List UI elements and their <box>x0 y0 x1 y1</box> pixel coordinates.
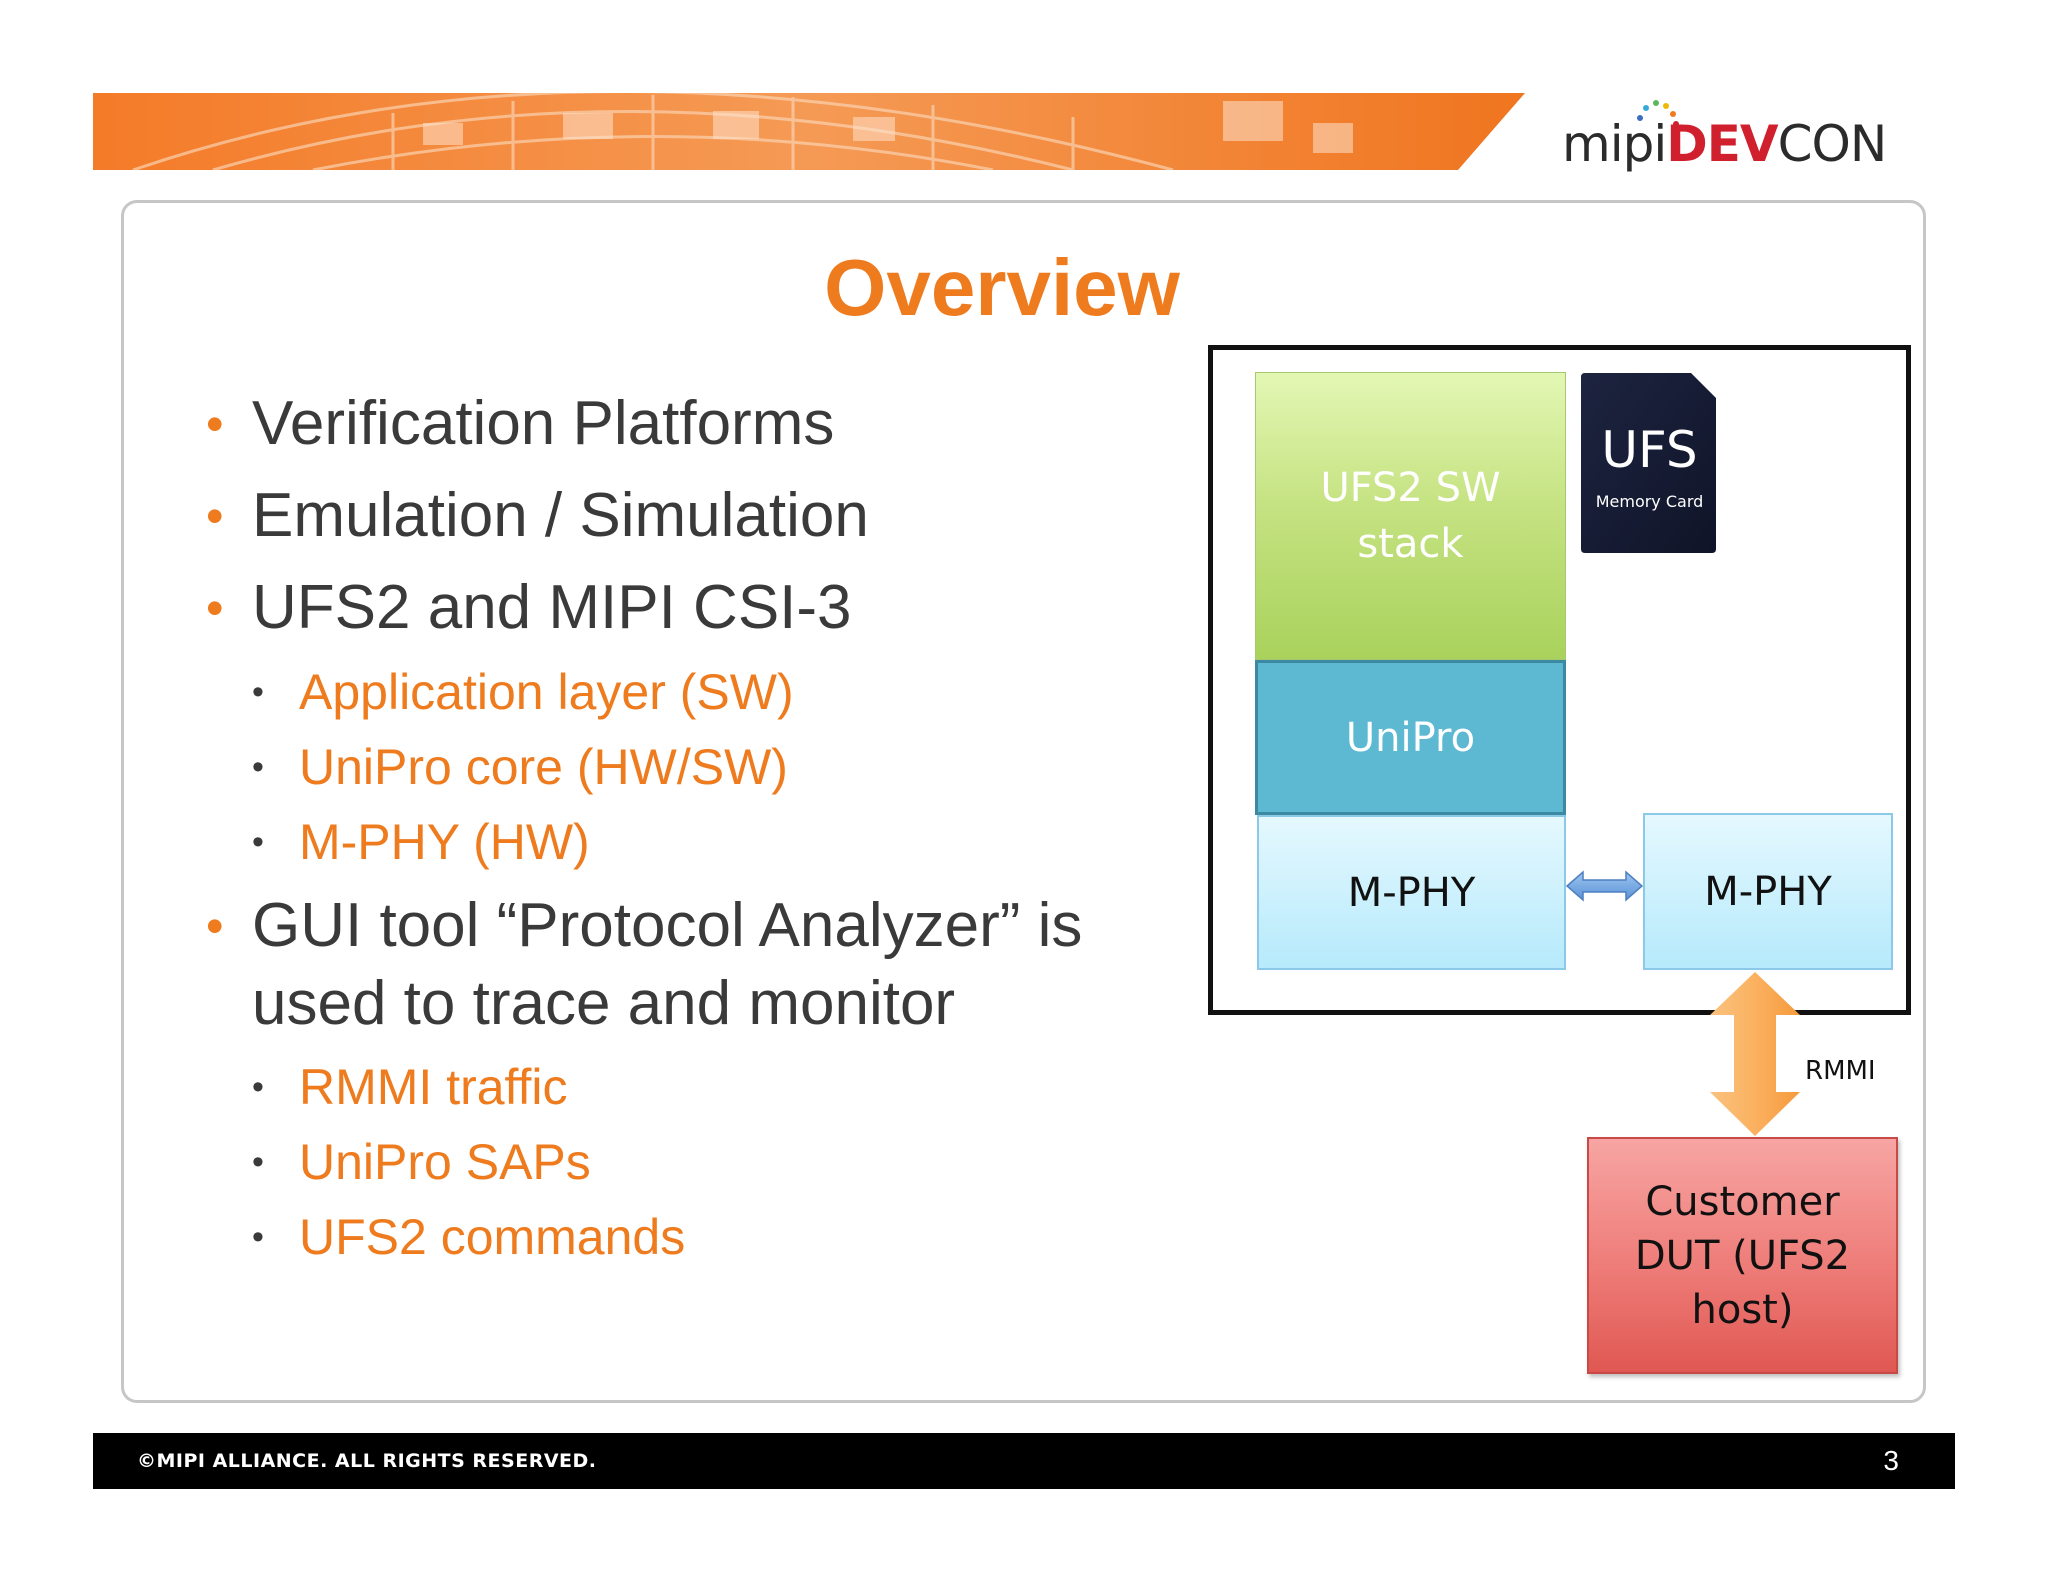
sub-bullet-text: Application layer (SW) <box>299 664 794 720</box>
footer-bar: ©MIPI ALLIANCE. ALL RIGHTS RESERVED. 3 <box>93 1433 1955 1489</box>
customer-line: Customer <box>1645 1178 1840 1225</box>
sub-bullet-dot: • <box>252 1143 264 1181</box>
mipi-dots-logo-icon <box>1637 100 1679 127</box>
unipro-box: UniPro <box>1255 660 1566 815</box>
slide-title: Overview <box>0 238 2048 338</box>
sub-bullet-dot: • <box>252 823 264 861</box>
sw-stack-line: UFS2 SW <box>1320 465 1501 511</box>
sub-bullet-text: UniPro core (HW/SW) <box>299 739 788 795</box>
unipro-label: UniPro <box>1345 714 1476 761</box>
rmmi-label: RMMI <box>1805 1056 1876 1086</box>
customer-line: host) <box>1691 1286 1794 1333</box>
ufs-card-subtitle: Memory Card <box>1595 492 1704 511</box>
sub-bullet-text: UniPro SAPs <box>299 1134 591 1190</box>
ufs-card-title: UFS <box>1601 421 1698 479</box>
sub-bullet-dot: • <box>252 1218 264 1256</box>
diagram-frame <box>1208 345 1911 1015</box>
logo-con-text: CON <box>1777 115 1888 173</box>
header-banner <box>93 93 1525 170</box>
mphy-right-label: M-PHY <box>1704 868 1832 915</box>
sub-bullet-text: M-PHY (HW) <box>299 814 590 870</box>
page-number: 3 <box>1883 1445 1899 1476</box>
sw-stack-line: stack <box>1357 521 1464 567</box>
bullet-text: Emulation / Simulation <box>252 481 869 550</box>
sub-bullet-text: RMMI traffic <box>299 1059 568 1115</box>
bullet-text: used to trace and monitor <box>252 969 956 1038</box>
customer-line: DUT (UFS2 <box>1634 1232 1851 1279</box>
bullet-dot: • <box>206 488 224 544</box>
mphy-right-box: M-PHY <box>1643 813 1893 970</box>
logo-dev-text: DEV <box>1666 115 1778 173</box>
copyright-text: ©MIPI ALLIANCE. ALL RIGHTS RESERVED. <box>137 1450 597 1472</box>
ufs-memory-card-icon <box>1581 373 1716 553</box>
bullet-dot: • <box>206 396 224 452</box>
mipi-devcon-logo: mipiDEVCON <box>1562 96 1902 186</box>
sub-bullet-dot: • <box>252 748 264 786</box>
bullet-text: GUI tool “Protocol Analyzer” is <box>252 891 1083 960</box>
ufs2-sw-stack-box: UFS2 SW stack <box>1255 372 1566 660</box>
sub-bullet-text: UFS2 commands <box>299 1209 686 1265</box>
bullet-text: UFS2 and MIPI CSI-3 <box>252 573 852 642</box>
mphy-left-label: M-PHY <box>1347 869 1476 916</box>
bullet-dot: • <box>206 898 224 954</box>
sub-bullet-dot: • <box>252 1068 264 1106</box>
sub-bullet-dot: • <box>252 673 264 711</box>
mphy-left-box: M-PHY <box>1257 815 1566 970</box>
logo-mipi-text: mipi <box>1562 115 1667 173</box>
bullet-dot: • <box>206 580 224 636</box>
bullet-text: Verification Platforms <box>252 389 835 458</box>
customer-dut-box: Customer DUT (UFS2 host) <box>1587 1137 1898 1374</box>
slide-title-text: Overview <box>824 243 1180 332</box>
